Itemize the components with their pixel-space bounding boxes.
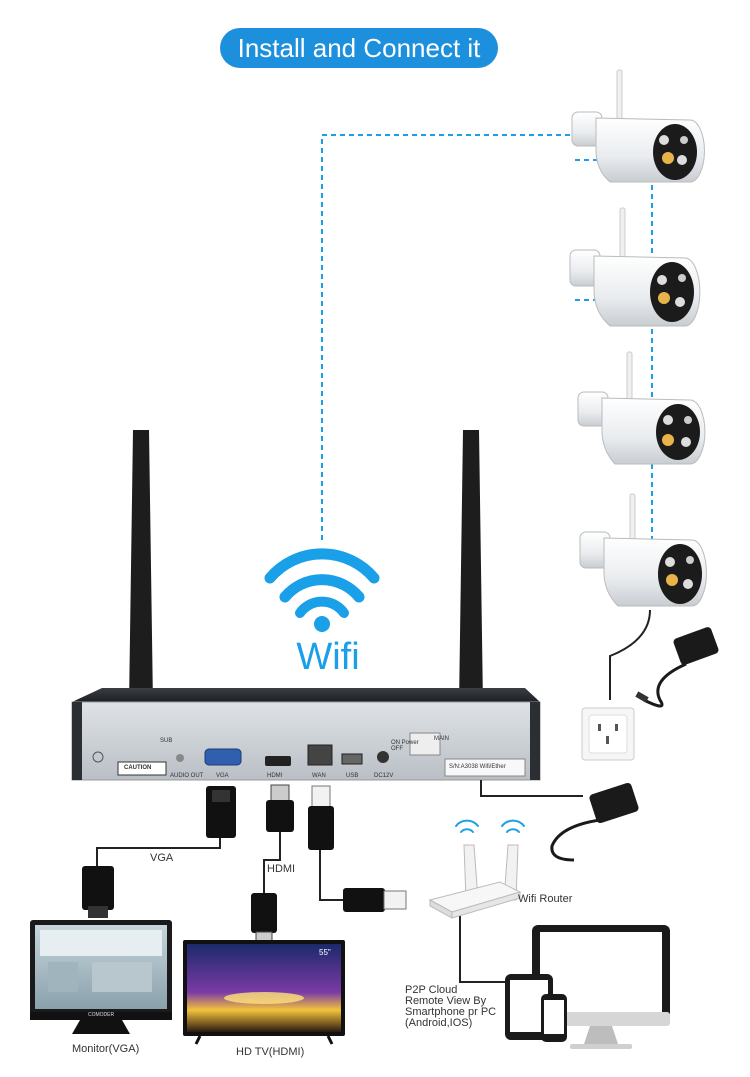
vga-plug-monitor-icon <box>82 866 114 918</box>
hdmi-plug-tv-icon <box>251 893 277 942</box>
port-label-audio-out: AUDIO OUT <box>170 773 203 779</box>
camera-icon-4 <box>580 494 706 606</box>
nvr-antenna-left <box>128 430 154 720</box>
port-label-vga: VGA <box>216 773 229 779</box>
phone-icon <box>541 994 567 1042</box>
port-label-wan: WAN <box>312 773 326 779</box>
nvr-sticker: S/N:A3038 Wifi/Ether <box>449 764 506 770</box>
port-label-hdmi: HDMI <box>267 773 282 779</box>
camera-icon-1 <box>572 70 704 182</box>
nvr-antenna-right <box>458 430 484 720</box>
camera-icon-2 <box>570 208 700 326</box>
hdmi-cable-label: HDMI <box>267 863 295 875</box>
monitor-label: Monitor(VGA) <box>72 1043 139 1055</box>
power-switch-label: ON Power OFF <box>391 740 421 752</box>
camera-power-cable <box>610 610 650 700</box>
rj45-plug-router-icon <box>343 888 406 912</box>
monitor-brand: COMODER <box>88 1012 114 1018</box>
port-label-dc12v: DC12V <box>374 773 393 779</box>
wifi-icon <box>270 554 374 632</box>
power-adapter-icon-1 <box>635 626 719 706</box>
port-label-main: MAIN <box>434 736 449 742</box>
wifi-link-lines <box>322 135 652 545</box>
p2p-description: P2P Cloud Remote View By Smartphone pr P… <box>405 985 496 1029</box>
hdmi-plug-icon <box>266 785 294 832</box>
camera-icon-3 <box>578 352 705 464</box>
rj45-plug-icon <box>308 786 334 850</box>
wall-socket-icon <box>582 708 634 760</box>
tv-size-label: 55" <box>319 948 331 957</box>
caution-label: CAUTION <box>124 765 151 771</box>
vga-plug-icon <box>206 786 236 838</box>
p2p-line-4: (Android,IOS) <box>405 1018 496 1029</box>
vga-cable-label: VGA <box>150 852 173 864</box>
router-icon <box>430 821 524 918</box>
port-label-usb: USB <box>346 773 358 779</box>
wifi-router-label: Wifi Router <box>518 893 572 905</box>
hdtv-label: HD TV(HDMI) <box>236 1046 304 1058</box>
power-adapter-icon-2 <box>552 782 640 860</box>
wifi-label: Wifi <box>288 636 368 679</box>
port-label-sub: SUB <box>160 738 172 744</box>
